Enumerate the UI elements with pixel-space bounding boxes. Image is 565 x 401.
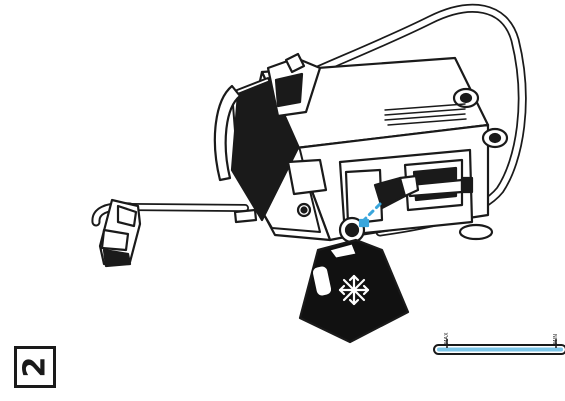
wheels — [452, 87, 509, 241]
funnel-icon — [373, 174, 420, 210]
level-gauge-fill — [437, 347, 563, 352]
min-label: MIN — [553, 333, 559, 344]
hose-connector — [266, 52, 322, 118]
step-number-badge: 2 — [14, 346, 56, 388]
step-number: 2 — [17, 356, 52, 378]
filler-neck — [338, 216, 370, 244]
snowflake-icon — [338, 274, 370, 306]
max-label: MAX — [444, 332, 450, 344]
torch-handle — [98, 198, 142, 268]
coolant-stream — [362, 202, 382, 222]
coolant-level-gauge — [433, 339, 565, 355]
